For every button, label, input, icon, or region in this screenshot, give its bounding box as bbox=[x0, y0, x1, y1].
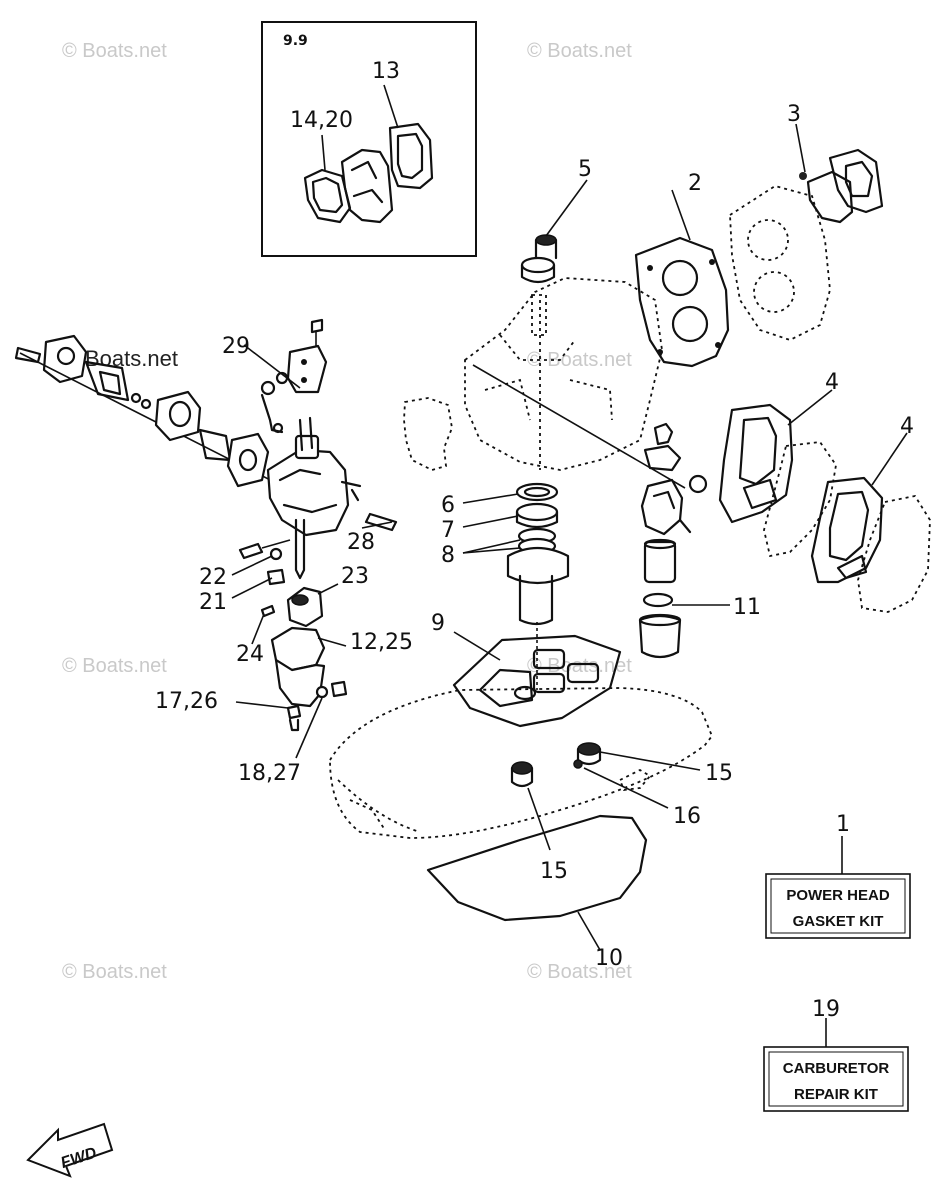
exhaust-gasket-b-part bbox=[810, 476, 884, 584]
callout-3: 3 bbox=[787, 102, 801, 127]
kit-label-line-2: REPAIR KIT bbox=[794, 1086, 878, 1103]
bottom-gasket-part bbox=[426, 814, 648, 922]
callout-17-26: 17,26 bbox=[155, 689, 218, 714]
callout-5: 5 bbox=[578, 157, 592, 182]
reed-gasket-part bbox=[303, 168, 352, 224]
callout-1: 1 bbox=[836, 812, 850, 837]
fwd-arrow-icon: FWD bbox=[26, 1122, 114, 1178]
head-gasket-part bbox=[634, 236, 730, 368]
watermark: Boats.net bbox=[85, 346, 178, 371]
carburetor-repair-kit-box: CARBURETOR REPAIR KIT bbox=[763, 1046, 909, 1112]
watermark: © Boats.net bbox=[527, 349, 632, 371]
watermark: © Boats.net bbox=[62, 961, 167, 983]
callout-21: 21 bbox=[199, 590, 227, 615]
watermark: © Boats.net bbox=[62, 40, 167, 62]
watermark: © Boats.net bbox=[527, 655, 632, 677]
callout-15: 15 bbox=[540, 859, 568, 884]
callout-12-25: 12,25 bbox=[350, 630, 413, 655]
callout-8: 8 bbox=[441, 543, 455, 568]
callout-4: 4 bbox=[900, 414, 914, 439]
inset-box: 9.9 14,20 13 bbox=[261, 21, 477, 257]
callout-16: 16 bbox=[673, 804, 701, 829]
callout-13: 13 bbox=[372, 59, 400, 84]
exhaust-gasket-a-part bbox=[718, 403, 794, 524]
kit-label-line-1: POWER HEAD bbox=[786, 887, 890, 904]
callout-29: 29 bbox=[222, 334, 250, 359]
watermark: © Boats.net bbox=[527, 40, 632, 62]
inset-label: 9.9 bbox=[283, 33, 308, 49]
grommet-part bbox=[510, 742, 602, 788]
exhaust-outer-cover-part bbox=[857, 494, 931, 613]
callout-7: 7 bbox=[441, 518, 455, 543]
lower-casing-part bbox=[329, 687, 714, 839]
intake-gasket-part bbox=[388, 122, 434, 190]
callout-18-27: 18,27 bbox=[238, 761, 301, 786]
reed-valve-part bbox=[340, 148, 394, 224]
callout-4: 4 bbox=[825, 370, 839, 395]
exhaust-inner-cover-part bbox=[763, 441, 837, 558]
callout-23: 23 bbox=[341, 564, 369, 589]
power-head-gasket-kit-box: POWER HEAD GASKET KIT bbox=[765, 873, 911, 939]
kit-label-line-1: CARBURETOR bbox=[783, 1060, 890, 1077]
lower-seal-stack-part bbox=[506, 482, 570, 690]
callout-2: 2 bbox=[688, 171, 702, 196]
cylinder-head-part bbox=[729, 185, 831, 341]
carburetor-assembly bbox=[14, 318, 398, 732]
oil-seal-part bbox=[520, 234, 558, 284]
callout-24: 24 bbox=[236, 642, 264, 667]
callout-28: 28 bbox=[347, 530, 375, 555]
base-gasket-part bbox=[452, 634, 622, 728]
fuel-filter-part bbox=[638, 422, 708, 659]
watermark: © Boats.net bbox=[62, 655, 167, 677]
watermark: © Boats.net bbox=[527, 961, 632, 983]
callout-9: 9 bbox=[431, 611, 445, 636]
kit-label-line-2: GASKET KIT bbox=[793, 913, 884, 930]
exhaust-cover-gasket-part bbox=[403, 397, 453, 471]
callout-11: 11 bbox=[733, 595, 761, 620]
thermostat-cover-part bbox=[799, 148, 884, 224]
callout-22: 22 bbox=[199, 565, 227, 590]
callout-19: 19 bbox=[812, 997, 840, 1022]
callout-15: 15 bbox=[705, 761, 733, 786]
callout-6: 6 bbox=[441, 493, 455, 518]
callout-14-20: 14,20 bbox=[290, 108, 353, 133]
callout-10: 10 bbox=[595, 946, 623, 971]
